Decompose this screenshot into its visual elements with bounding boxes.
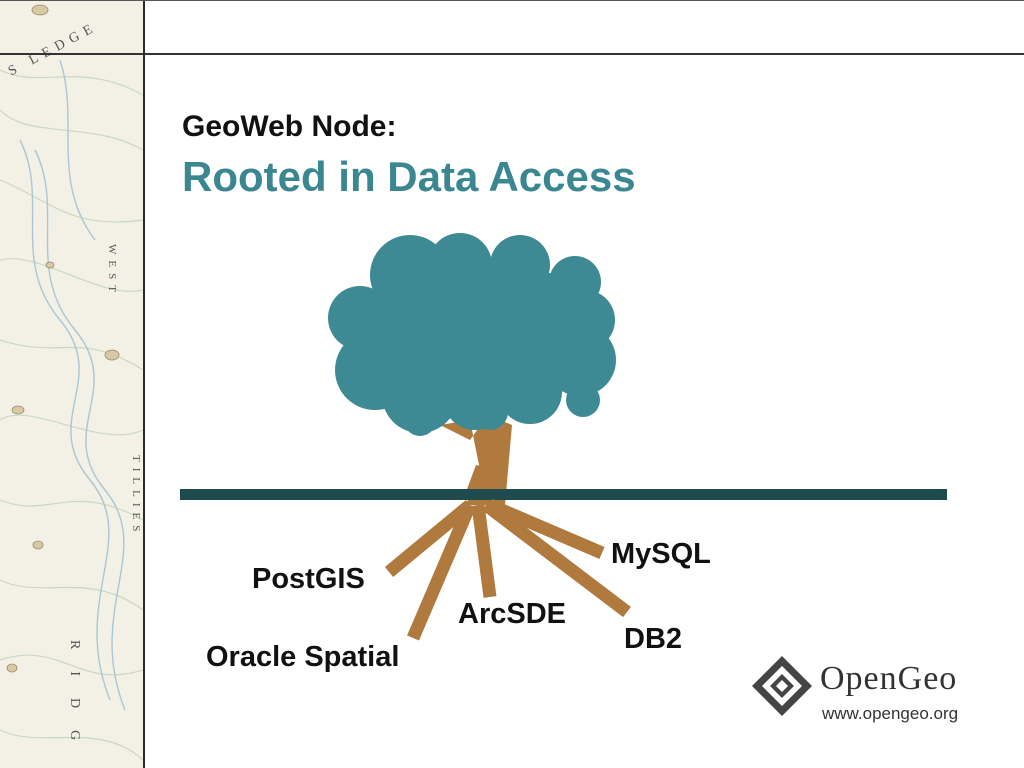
label-arcsde: ArcSDE (458, 598, 566, 630)
root-mysql (487, 499, 605, 559)
root-db2 (482, 499, 631, 618)
logo-url: www.opengeo.org (822, 704, 959, 723)
map-label-ridg: RIDG (67, 640, 82, 763)
label-oracle-spatial: Oracle Spatial (206, 641, 400, 673)
opengeo-diamond-icon (752, 656, 812, 716)
label-mysql: MySQL (611, 538, 711, 570)
opengeo-logo: OpenGeo www.opengeo.org (748, 652, 988, 732)
topo-map-strip: S LEDGE WEST TILLIES RIDG (0, 0, 145, 768)
root-arcsde (471, 504, 497, 598)
logo-name: OpenGeo (820, 660, 958, 697)
root-oracle (407, 502, 476, 641)
header-divider (0, 53, 1024, 55)
map-label-tillies: TILLIES (130, 455, 142, 538)
map-label-west: WEST (106, 244, 118, 298)
root-postgis (384, 499, 475, 578)
ground-line (180, 489, 947, 500)
top-border (0, 0, 1024, 1)
label-postgis: PostGIS (252, 563, 365, 595)
tree-roots (384, 499, 631, 641)
label-db2: DB2 (624, 623, 683, 655)
slide-subtitle: Rooted in Data Access (182, 153, 636, 200)
topo-contours (0, 4, 143, 761)
tree-canopy (328, 233, 616, 436)
slide-title: GeoWeb Node: (182, 110, 397, 143)
